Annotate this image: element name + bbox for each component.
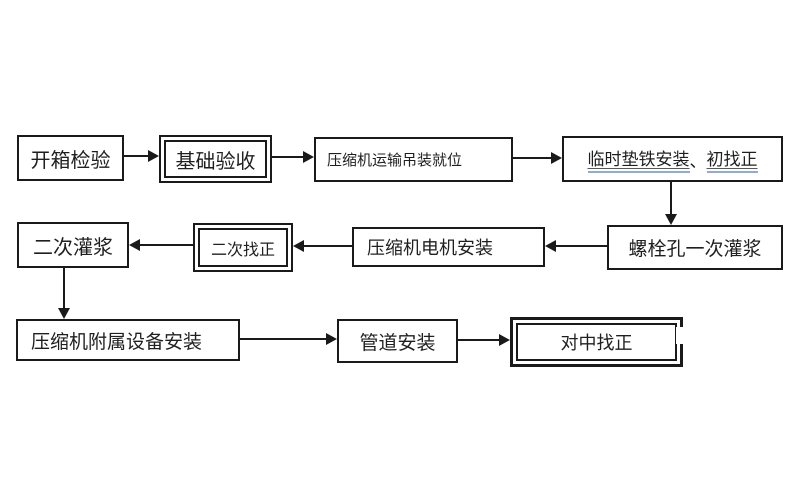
watermark-artifact [676, 327, 687, 344]
arrowhead-down-icon [58, 308, 70, 319]
arrowhead-right-icon [326, 333, 337, 345]
arrowhead-right-icon [148, 150, 159, 162]
node-label: 螺栓孔一次灌浆 [628, 238, 762, 260]
arrow-line [63, 268, 65, 309]
flow-node-temp-shim-initial-align: 临时垫铁安装、初找正 [562, 136, 783, 182]
arrowhead-down-icon [665, 214, 677, 225]
arrow-line [670, 182, 672, 215]
arrow-line [140, 244, 193, 246]
arrow-line [124, 155, 149, 157]
node-inner-border: 对中找正 [516, 323, 677, 361]
node-label-underlined-segment: 临时垫铁安装 [587, 145, 690, 173]
node-inner-border: 基础验收 [164, 140, 267, 178]
flow-node-foundation-acceptance: 基础验收 [159, 135, 272, 183]
arrow-line [458, 339, 499, 341]
flow-node-motor-install: 压缩机电机安装 [352, 227, 545, 267]
node-label-underlined-segment: 初找正 [706, 145, 758, 173]
node-label: 压缩机运输吊装就位 [327, 151, 463, 169]
arrowhead-right-icon [551, 152, 562, 164]
flow-node-unboxing-inspection: 开箱检验 [17, 135, 124, 181]
node-label: 开箱检验 [30, 147, 111, 172]
flow-node-piping-install: 管道安装 [337, 319, 458, 363]
node-label-separator: 、 [689, 151, 707, 172]
arrow-line [513, 157, 552, 159]
node-label: 二次找正 [210, 239, 275, 259]
node-inner-border: 二次找正 [198, 228, 288, 267]
flow-node-centering-alignment: 对中找正 [510, 317, 683, 367]
flow-node-secondary-alignment: 二次找正 [193, 223, 293, 272]
node-label: 二次灌浆 [33, 234, 113, 259]
flow-node-auxiliary-equipment: 压缩机附属设备安装 [16, 319, 240, 361]
arrowhead-right-icon [499, 334, 510, 346]
flow-node-bolt-hole-grouting: 螺栓孔一次灌浆 [607, 225, 783, 270]
arrowhead-left-icon [293, 240, 304, 252]
node-label: 基础验收 [175, 148, 256, 173]
arrowhead-left-icon [545, 240, 556, 252]
arrow-line [304, 245, 352, 247]
arrow-line [556, 245, 607, 247]
arrow-line [272, 156, 304, 158]
arrowhead-right-icon [303, 151, 314, 163]
flow-node-transport-hoist: 压缩机运输吊装就位 [314, 137, 513, 182]
node-label: 管道安装 [359, 331, 436, 354]
node-label: 压缩机附属设备安装 [31, 330, 203, 353]
arrow-line [240, 338, 326, 340]
arrowhead-left-icon [129, 239, 140, 251]
flow-node-secondary-grouting: 二次灌浆 [17, 222, 129, 268]
node-label: 对中找正 [560, 333, 633, 354]
node-label: 压缩机电机安装 [367, 238, 493, 259]
